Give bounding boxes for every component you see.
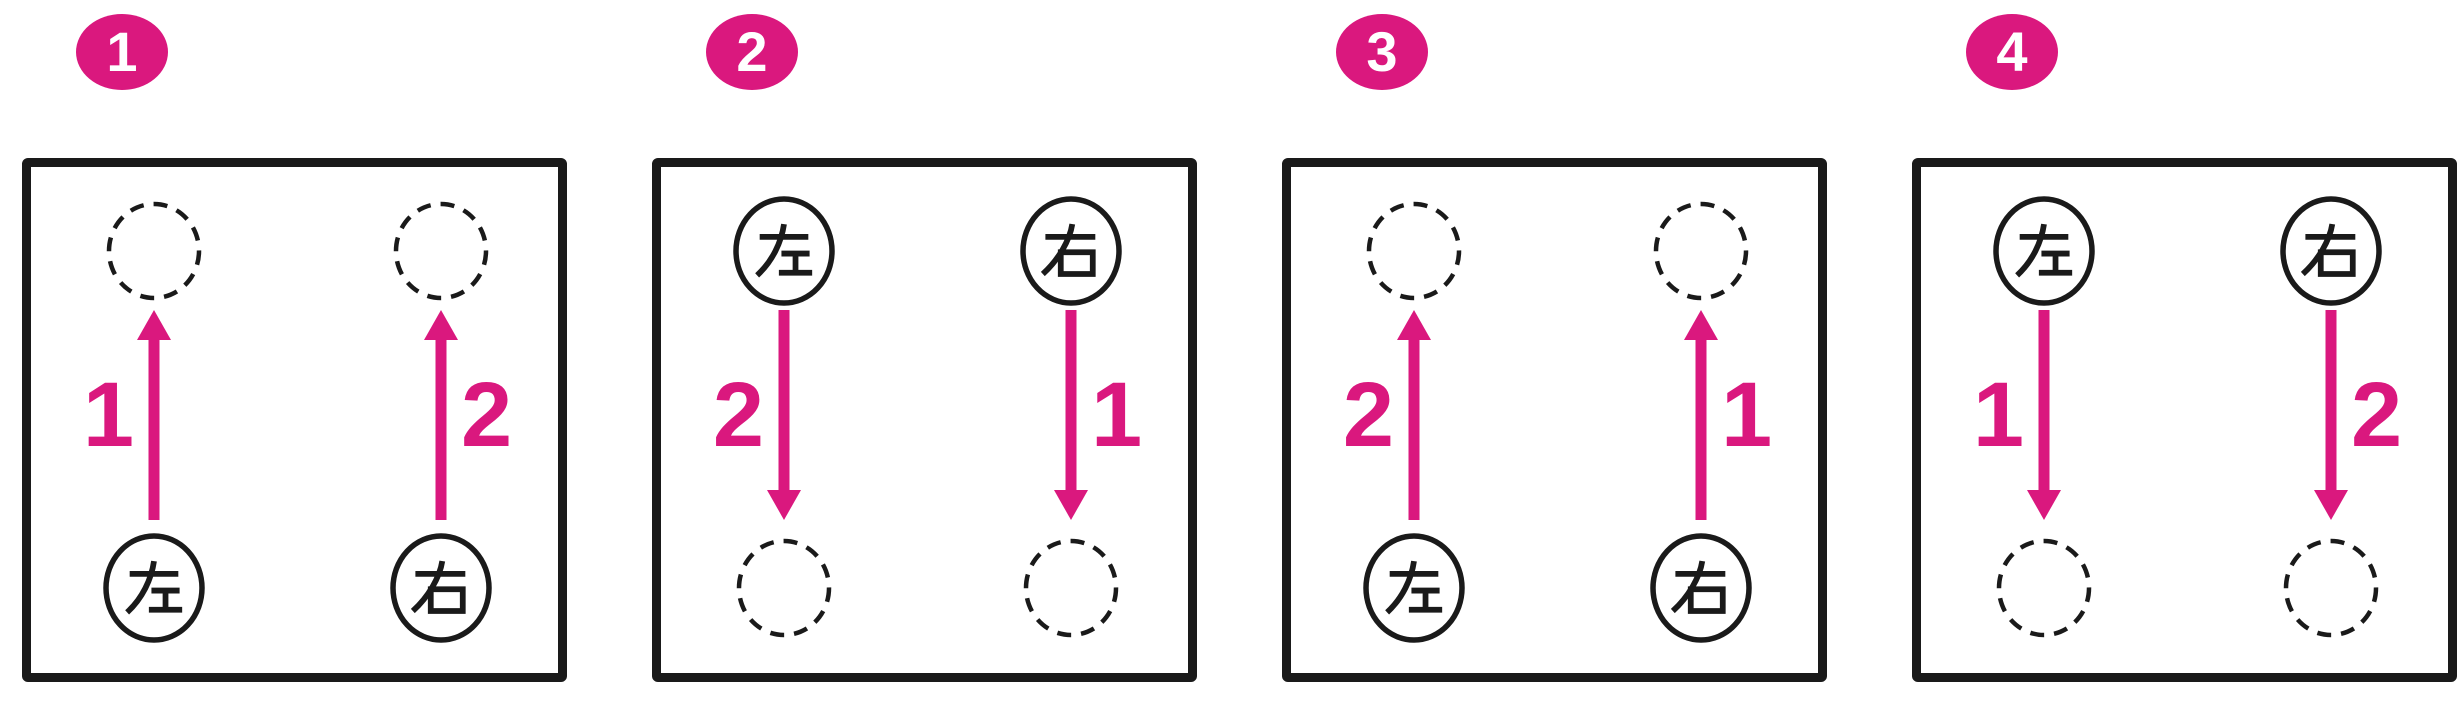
arrow-down-left: 2: [713, 310, 801, 520]
step-number-label: 1: [82, 364, 134, 466]
dashed-circle: [1653, 201, 1749, 301]
kanji-right-circle: [1018, 194, 1124, 308]
arrow-shaft: [1408, 336, 1420, 520]
arrow-head: [2314, 490, 2348, 520]
arrow-head: [2027, 490, 2061, 520]
kanji-left-glyph: [755, 223, 813, 278]
kanji-right-circle: [390, 533, 492, 643]
dashed-circle: [1366, 201, 1462, 301]
kanji-left-circle: [731, 194, 837, 308]
dashed-circle-left: [104, 199, 204, 303]
arrow-up-right: 1: [1684, 310, 1772, 520]
arrow-shaft: [148, 336, 160, 520]
panel-4: 4 1 2: [1912, 0, 2457, 708]
kanji-right-circle: [1650, 533, 1752, 643]
step-badge: 1: [76, 14, 168, 90]
arrow-down-left: 1: [1973, 310, 2061, 520]
arrow-shaft: [2038, 310, 2050, 494]
kanji-left-glyph: [2015, 223, 2073, 278]
arrow-head: [767, 490, 801, 520]
dashed-circle-left: [734, 536, 834, 640]
dashed-circle: [106, 201, 202, 301]
kanji-left-circle: [103, 533, 205, 643]
dashed-circle: [736, 538, 832, 638]
arrow-head: [424, 310, 458, 340]
kanji-left-circle: [101, 531, 207, 645]
kanji-right-circle: [2278, 194, 2384, 308]
arrow-shaft: [1695, 336, 1707, 520]
step-badge: 4: [1966, 14, 2058, 90]
step-number-label: 1: [1091, 364, 1143, 466]
kanji-left-circle: [733, 196, 835, 306]
diagram-box: 1 2: [22, 158, 567, 682]
dashed-circle: [393, 201, 489, 301]
kanji-right-glyph: [1670, 560, 1726, 614]
kanji-right-circle: [2280, 196, 2382, 306]
step-number-label: 2: [461, 364, 513, 466]
arrow-shaft: [435, 336, 447, 520]
step-number-label: 2: [2351, 364, 2403, 466]
dashed-circle: [2283, 538, 2379, 638]
arrow-shaft: [1065, 310, 1077, 494]
kanji-right-glyph: [2300, 223, 2356, 277]
step-number-label: 2: [1342, 364, 1394, 466]
step-number-label: 2: [712, 364, 764, 466]
arrow-up-left: 2: [1343, 310, 1431, 520]
dashed-circle-right: [2281, 536, 2381, 640]
kanji-left-circle: [1991, 194, 2097, 308]
step-badge: 3: [1336, 14, 1428, 90]
arrow-down-right: 2: [2314, 310, 2402, 520]
arrow-head: [1397, 310, 1431, 340]
kanji-left-glyph: [1385, 560, 1443, 615]
kanji-right-circle: [388, 531, 494, 645]
kanji-left-circle: [1993, 196, 2095, 306]
arrow-shaft: [778, 310, 790, 494]
dashed-circle-right: [1651, 199, 1751, 303]
kanji-left-circle: [1363, 533, 1465, 643]
arrow-up-left: 1: [83, 310, 171, 520]
diagram-box: 1 2: [1912, 158, 2457, 682]
arrow-down-right: 1: [1054, 310, 1142, 520]
dashed-circle: [1023, 538, 1119, 638]
diagram-box: 2 1: [1282, 158, 1827, 682]
dashed-circle-right: [1021, 536, 1121, 640]
arrow-shaft: [2325, 310, 2337, 494]
arrow-up-right: 2: [424, 310, 512, 520]
panel-2: 2 2 1: [652, 0, 1197, 708]
kanji-right-circle: [1020, 196, 1122, 306]
dashed-circle-left: [1364, 199, 1464, 303]
kanji-left-circle: [1361, 531, 1467, 645]
diagram-box: 2 1: [652, 158, 1197, 682]
kanji-right-glyph: [410, 560, 466, 614]
dashed-circle-left: [1994, 536, 2094, 640]
panel-1: 1 1 2: [22, 0, 567, 708]
step-number-label: 1: [1972, 364, 2024, 466]
kanji-left-glyph: [125, 560, 183, 615]
step-badge: 2: [706, 14, 798, 90]
dashed-circle: [1996, 538, 2092, 638]
arrow-head: [1054, 490, 1088, 520]
kanji-right-glyph: [1040, 223, 1096, 277]
kanji-right-circle: [1648, 531, 1754, 645]
dashed-circle-right: [391, 199, 491, 303]
panel-3: 3 2 1: [1282, 0, 1827, 708]
arrow-head: [137, 310, 171, 340]
arrow-head: [1684, 310, 1718, 340]
step-number-label: 1: [1721, 364, 1773, 466]
